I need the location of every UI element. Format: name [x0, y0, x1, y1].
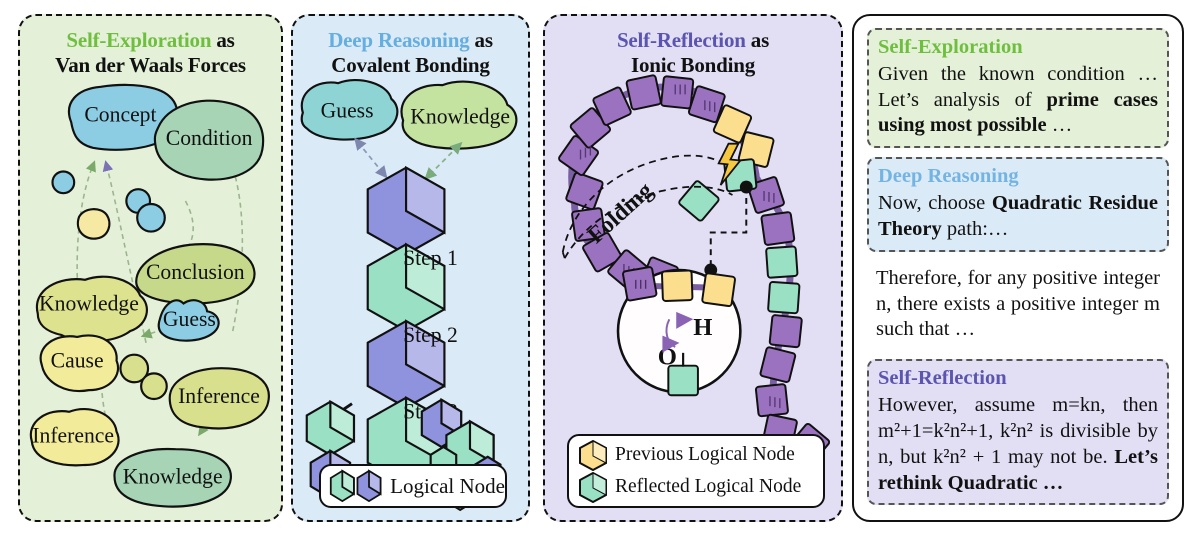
step-label-2: Step 2 — [403, 323, 458, 347]
anchor-dot-lower — [704, 263, 718, 277]
previous-node-icon — [579, 439, 607, 471]
blob-label-guess: Guess — [321, 99, 374, 123]
text-box-deep-reasoning: Deep Reasoning Now, choose Quadratic Res… — [867, 157, 1169, 252]
legend-row-previous: Previous Logical Node — [577, 439, 795, 471]
atom-label-o: O — [658, 343, 677, 370]
blob-label-knowledge-2: Knowledge — [123, 465, 223, 489]
step-label-1: Step 1 — [403, 246, 458, 270]
blob-label-knowledge: Knowledge — [410, 105, 510, 129]
panel-text-column: Self-Exploration Given the known conditi… — [852, 14, 1184, 522]
legend-reflection-nodes: Previous Logical Node Reflected Logical … — [567, 434, 825, 508]
inset-circle — [616, 268, 742, 394]
panel-explore-title: Self-Exploration as Van der Waals Forces — [20, 28, 281, 78]
step-label-3: Step 3 — [403, 399, 458, 423]
panel-self-reflection: Self-Reflection as Ionic Bonding — [543, 14, 843, 522]
lightning-icon — [717, 142, 743, 186]
text-box-self-reflection: Self-Reflection However, assume m=kn, th… — [867, 359, 1169, 506]
text-box-reflect-body: However, assume m=kn, then m²+1=k²n²+1, … — [878, 394, 1158, 494]
panel-deep-reasoning: Deep Reasoning as Covalent Bonding — [291, 14, 530, 522]
panel-self-exploration: Self-Exploration as Van der Waals Forces — [18, 14, 283, 522]
anchor-dot-upper — [739, 180, 753, 194]
legend-row-reflected: Reflected Logical Node — [577, 471, 801, 503]
panel-reflect-title: Self-Reflection as Ionic Bonding — [545, 28, 841, 78]
panel-explore-title-line2: Van der Waals Forces — [55, 52, 246, 77]
text-box-middle-body: Therefore, for any positive integer n, t… — [876, 266, 1160, 341]
text-box-reflect-head: Self-Reflection — [878, 367, 1007, 390]
panel-explore-title-accent: Self-Exploration — [66, 28, 212, 52]
panel-explore-title-as: as — [211, 28, 235, 52]
panel-reason-title-accent: Deep Reasoning — [328, 28, 470, 52]
explore-diagram: Concept Condition Conclusion Knowledge G… — [29, 83, 270, 508]
legend-logical-node: Logical Node — [319, 464, 507, 508]
blob-label-condition: Condition — [166, 126, 253, 150]
text-box-reason-head: Deep Reasoning — [878, 165, 1019, 188]
legend-label-logical-node: Logical Node — [390, 473, 505, 498]
legend-hex-icons — [329, 469, 382, 503]
blob-label-conclusion: Conclusion — [146, 260, 245, 284]
text-box-middle: Therefore, for any positive integer n, t… — [867, 260, 1169, 351]
text-box-self-exploration: Self-Exploration Given the known conditi… — [867, 28, 1169, 149]
blob-label-cause: Cause — [51, 349, 104, 373]
panel-reason-title: Deep Reasoning as Covalent Bonding — [293, 28, 528, 78]
blob-label-inference-1: Inference — [178, 384, 260, 408]
panel-reflect-title-line2: Ionic Bonding — [630, 52, 756, 77]
panel-reason-title-as: as — [469, 28, 493, 52]
atom-label-h: H — [693, 314, 712, 341]
blob-label-concept: Concept — [84, 102, 156, 126]
blob-label-guess: Guess — [163, 307, 216, 331]
blob-label-inference-2: Inference — [32, 423, 114, 447]
panel-reason-title-line2: Covalent Bonding — [331, 52, 490, 77]
text-box-explore-body: Given the known condition … Let’s analys… — [878, 62, 1158, 137]
reason-diagram: Guess Knowledge — [300, 79, 518, 512]
text-box-reason-body: Now, choose Quadratic Residue Theory pat… — [878, 192, 1158, 240]
panel-reflect-title-accent: Self-Reflection — [616, 28, 746, 52]
text-box-explore-head: Self-Exploration — [878, 36, 1023, 58]
legend-label-reflected: Reflected Logical Node — [615, 476, 802, 497]
legend-label-previous: Previous Logical Node — [615, 444, 795, 465]
folding-label: Folding — [583, 177, 658, 248]
blob-label-knowledge-1: Knowledge — [39, 291, 139, 315]
reflected-node-icon — [579, 471, 607, 503]
panel-reflect-title-as: as — [745, 28, 770, 52]
